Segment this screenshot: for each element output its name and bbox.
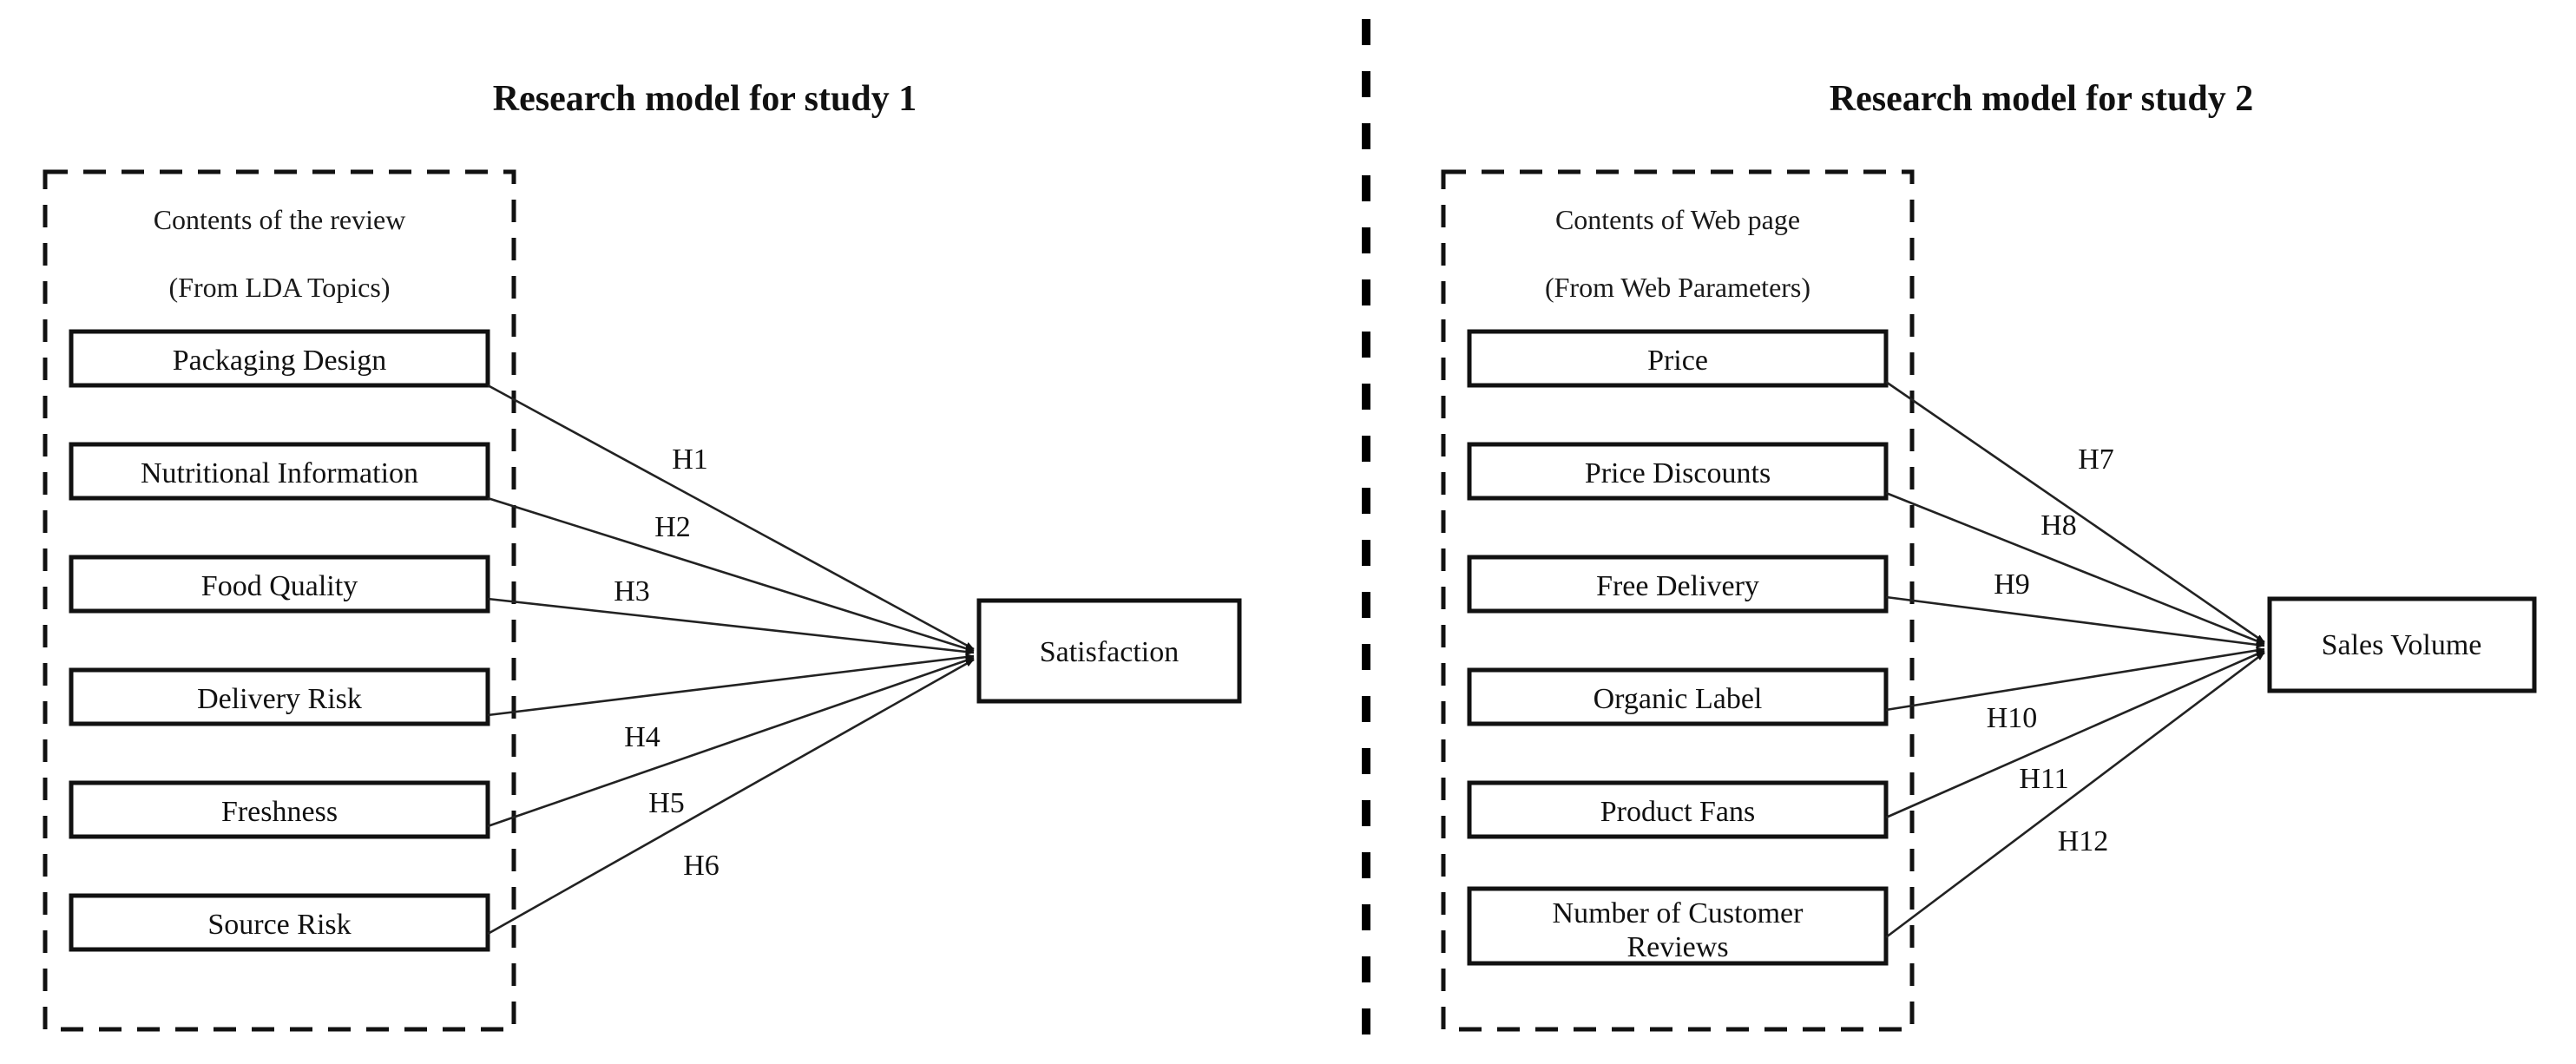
node-label: Nutritional Information [141,457,418,489]
hypothesis-label-h5: H5 [648,787,685,819]
node-label: Food Quality [201,570,358,602]
edge-h10 [1885,647,2265,712]
node-delivery-risk[interactable]: Delivery Risk [69,667,490,726]
node-box[interactable] [1467,886,1889,966]
node-label-line1: Number of Customer [1553,897,1804,929]
node-source-risk[interactable]: Source Risk [69,893,490,952]
node-product-fans[interactable]: Product Fans [1467,780,1889,839]
edge-h1 [487,384,975,651]
node-box[interactable] [69,329,490,388]
group-container-study1 [43,169,516,1032]
group-caption-line2-study1: (From LDA Topics) [169,272,391,303]
edge-h3 [487,597,975,655]
edge-h4 [487,654,975,717]
node-label: Price Discounts [1585,457,1771,489]
hypothesis-label-h2: H2 [654,511,691,543]
target-box[interactable] [2267,596,2537,693]
edge-h2 [487,496,975,653]
hypothesis-label-h1: H1 [672,443,708,476]
group-caption-line1-study2: Contents of Web page [1555,204,1800,235]
panel-study1: Research model for study 1 Contents of t… [43,79,1242,1032]
edge-h5 [487,656,975,828]
node-label: Free Delivery [1596,570,1759,602]
node-organic-label[interactable]: Organic Label [1467,667,1889,726]
target-satisfaction[interactable]: Satisfaction [976,598,1242,704]
node-box[interactable] [69,442,490,501]
hypothesis-label-h4: H4 [624,721,660,753]
node-label: Packaging Design [173,345,386,377]
node-number-of-customer-reviews[interactable]: Number of Customer Reviews [1467,886,1889,966]
hypothesis-label-h10: H10 [1987,702,2038,734]
panel-title-study2: Research model for study 2 [1830,79,2253,119]
edge-h12 [1885,651,2265,939]
node-packaging-design[interactable]: Packaging Design [69,329,490,388]
node-label: Product Fans [1600,796,1756,828]
node-label: Organic Label [1594,683,1763,715]
edge-h8 [1885,491,2265,646]
node-box[interactable] [69,780,490,839]
node-price-discounts[interactable]: Price Discounts [1467,442,1889,501]
node-box[interactable] [69,893,490,952]
edge-h6 [487,658,975,936]
node-label: Source Risk [207,909,351,941]
hypothesis-label-h11: H11 [2019,763,2068,795]
hypothesis-label-h12: H12 [2058,825,2109,857]
node-label: Delivery Risk [197,683,362,715]
node-box[interactable] [69,555,490,614]
panel-title-study1: Research model for study 1 [493,79,917,119]
edge-h11 [1885,649,2265,819]
node-freshness[interactable]: Freshness [69,780,490,839]
node-box[interactable] [69,667,490,726]
target-label: Satisfaction [1040,636,1180,668]
group-caption-line1-study1: Contents of the review [154,204,406,235]
hypothesis-label-h8: H8 [2040,509,2077,542]
hypothesis-label-h6: H6 [683,850,720,882]
node-price[interactable]: Price [1467,329,1889,388]
node-box[interactable] [1467,555,1889,614]
hypothesis-label-h9: H9 [1994,568,2030,601]
node-food-quality[interactable]: Food Quality [69,555,490,614]
node-label: Freshness [221,796,338,828]
node-label-line2: Reviews [1626,931,1728,963]
hypothesis-label-h7: H7 [2078,443,2114,476]
group-caption-line2-study2: (From Web Parameters) [1545,272,1810,303]
panel-study2: Research model for study 2 Contents of W… [1441,79,2537,1032]
node-box[interactable] [1467,780,1889,839]
target-label: Sales Volume [2322,629,2482,661]
node-free-delivery[interactable]: Free Delivery [1467,555,1889,614]
node-box[interactable] [1467,667,1889,726]
node-box[interactable] [1467,442,1889,501]
edge-h9 [1885,595,2265,648]
hypothesis-label-h3: H3 [614,575,650,608]
target-box[interactable] [976,598,1242,704]
edge-h7 [1885,380,2265,644]
node-label: Price [1647,345,1708,377]
node-nutritional-information[interactable]: Nutritional Information [69,442,490,501]
target-sales-volume[interactable]: Sales Volume [2267,596,2537,693]
node-box[interactable] [1467,329,1889,388]
